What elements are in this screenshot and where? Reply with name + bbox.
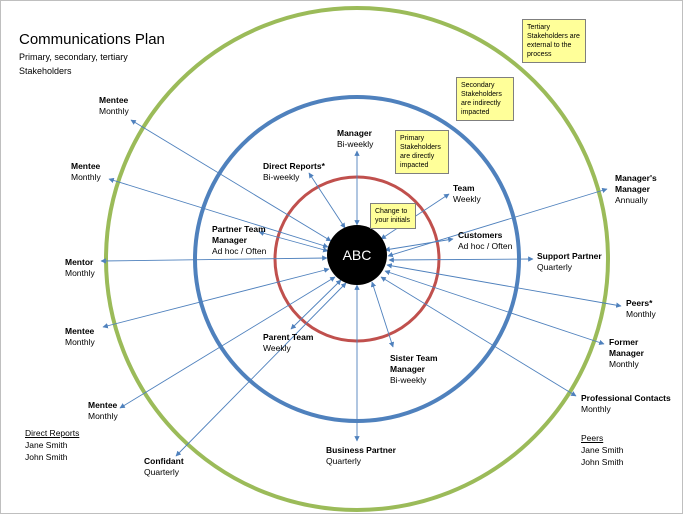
peers-list: Peers Jane Smith John Smith	[581, 433, 624, 467]
page-title: Communications Plan	[19, 31, 165, 48]
arrow-customers	[384, 237, 454, 252]
center-circle	[327, 225, 387, 285]
arrow-former-manager	[384, 269, 605, 346]
center-label: ABC	[343, 247, 372, 263]
arrows-group	[100, 119, 622, 457]
arrow-support-partner	[388, 256, 534, 263]
arrow-partner-team-manager	[258, 230, 329, 253]
arrow-parent-team	[290, 279, 342, 330]
arrow-professional-contacts	[380, 276, 577, 397]
arrow-managers-manager	[387, 187, 608, 258]
stakeholder-direct-reports: Direct Reports*Bi-weekly	[263, 161, 325, 182]
note-tertiary: Tertiary Stakeholders are external to th…	[522, 19, 586, 63]
note-secondary: Secondary Stakeholders are indirectly im…	[456, 77, 514, 121]
arrow-mentee-3	[102, 267, 330, 329]
page-subtitle: Primary, secondary, tertiary Stakeholder…	[19, 52, 128, 76]
direct-reports-list: Direct Reports Jane Smith John Smith	[25, 428, 80, 462]
arrow-direct-reports	[308, 172, 346, 229]
arrow-mentor	[100, 255, 328, 264]
note-primary: Primary Stakeholders are directly impact…	[395, 130, 449, 174]
note-initials: Change to your initials	[370, 203, 416, 229]
stakeholder-peers: Peers*Monthly	[626, 298, 656, 319]
